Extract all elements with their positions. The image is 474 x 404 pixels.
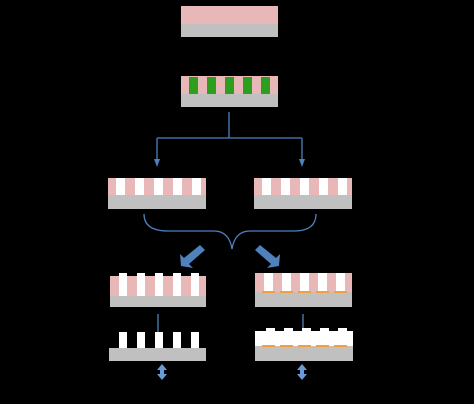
stage-left-final bbox=[109, 332, 206, 361]
left-final-pillar bbox=[191, 332, 199, 348]
right-pillar bbox=[282, 273, 291, 292]
left-branch-substrate bbox=[108, 195, 206, 209]
diagonal-arrow-icon bbox=[180, 245, 280, 268]
mask-stripe bbox=[243, 77, 252, 94]
right-final-bump bbox=[320, 328, 329, 331]
left-trench bbox=[116, 178, 125, 195]
stage-striped-mask bbox=[181, 76, 278, 107]
diagonal-arrow-right bbox=[255, 245, 280, 268]
right-up-down-arrow bbox=[297, 364, 307, 380]
stage-right-final bbox=[255, 328, 353, 361]
right-branch-trenches bbox=[262, 178, 347, 195]
substrate-layer bbox=[181, 24, 278, 37]
left-final-pillars bbox=[119, 332, 199, 348]
left-up-down-arrow bbox=[157, 364, 167, 380]
left-final-pillar bbox=[173, 332, 181, 348]
right-branch-substrate bbox=[254, 195, 352, 209]
left-final-pillar bbox=[155, 332, 163, 348]
left-final-pillar bbox=[137, 332, 145, 348]
right-final-cap bbox=[255, 331, 353, 346]
right-final-liners bbox=[262, 328, 347, 347]
film-layer bbox=[181, 6, 278, 24]
right-pillar-liner bbox=[334, 291, 347, 293]
left-pillar bbox=[173, 273, 181, 296]
right-result-substrate bbox=[255, 292, 352, 307]
right-final-liner bbox=[262, 345, 275, 347]
right-pillar bbox=[300, 273, 309, 292]
right-final-liner bbox=[298, 345, 311, 347]
right-final-bump bbox=[302, 328, 311, 331]
stage-left-result bbox=[110, 273, 206, 307]
right-pillar-liner bbox=[280, 291, 293, 293]
right-trench bbox=[319, 178, 328, 195]
mask-substrate bbox=[181, 94, 278, 107]
stage-left-branch bbox=[108, 178, 206, 209]
left-result-substrate bbox=[110, 296, 206, 307]
left-trench bbox=[173, 178, 182, 195]
curly-brace-icon bbox=[143, 213, 317, 250]
stage-right-branch bbox=[254, 178, 352, 209]
right-trench bbox=[281, 178, 290, 195]
up-down-arrow-icon bbox=[157, 364, 307, 380]
right-pillar-liner bbox=[316, 291, 329, 293]
right-result-pillars bbox=[262, 273, 347, 293]
right-final-liner bbox=[334, 345, 347, 347]
left-pillar bbox=[155, 273, 163, 296]
right-trench bbox=[300, 178, 309, 195]
mask-stripe bbox=[225, 77, 234, 94]
right-pillar bbox=[264, 273, 273, 292]
stage-film-substrate bbox=[181, 6, 278, 37]
mask-stripe bbox=[189, 77, 198, 94]
left-trench bbox=[192, 178, 201, 195]
right-trench bbox=[338, 178, 347, 195]
left-final-pillar bbox=[119, 332, 127, 348]
mask-stripe bbox=[261, 77, 270, 94]
film-edge bbox=[272, 6, 278, 24]
right-final-bump bbox=[284, 328, 293, 331]
right-trench bbox=[262, 178, 271, 195]
right-final-bump bbox=[338, 328, 347, 331]
right-pillar-liner bbox=[298, 291, 311, 293]
left-result-pillars bbox=[119, 273, 199, 296]
left-trench bbox=[154, 178, 163, 195]
right-pillar-liner bbox=[262, 291, 275, 293]
left-final-substrate bbox=[109, 348, 206, 361]
left-branch-trenches bbox=[116, 178, 201, 195]
left-pillar bbox=[191, 273, 199, 296]
branch-arrow-icon bbox=[154, 112, 305, 167]
right-final-liner bbox=[316, 345, 329, 347]
mask-stripe bbox=[207, 77, 216, 94]
diagonal-arrow-left bbox=[180, 245, 205, 268]
right-final-substrate bbox=[255, 346, 353, 361]
right-pillar bbox=[318, 273, 327, 292]
left-trench bbox=[135, 178, 144, 195]
stage-right-result bbox=[255, 273, 352, 307]
mask-stripes bbox=[189, 77, 270, 94]
right-pillar bbox=[336, 273, 345, 292]
left-pillar bbox=[137, 273, 145, 296]
right-final-liner bbox=[280, 345, 293, 347]
left-pillar bbox=[119, 273, 127, 296]
right-final-bump bbox=[266, 328, 275, 331]
